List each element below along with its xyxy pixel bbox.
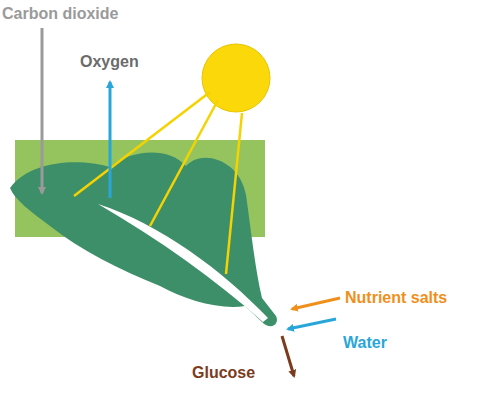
- leaf: [10, 153, 277, 327]
- oxygen-arrow: [109, 82, 112, 198]
- input-label: Water: [343, 333, 387, 353]
- sun-ray: [226, 113, 242, 274]
- input-label: Nutrient salts: [345, 288, 447, 308]
- carbon-dioxide-arrow: [41, 28, 44, 193]
- output-label: Oxygen: [80, 52, 139, 72]
- water-arrow: [288, 319, 336, 329]
- glucose-arrow: [282, 336, 294, 376]
- nutrient-arrow: [292, 298, 340, 309]
- sun-ray: [74, 92, 210, 196]
- output-label: Glucose: [192, 363, 255, 383]
- leaf-vein: [98, 204, 268, 322]
- input-label: Carbon dioxide: [2, 4, 118, 24]
- sun: [202, 44, 270, 112]
- sun-ray: [150, 100, 218, 226]
